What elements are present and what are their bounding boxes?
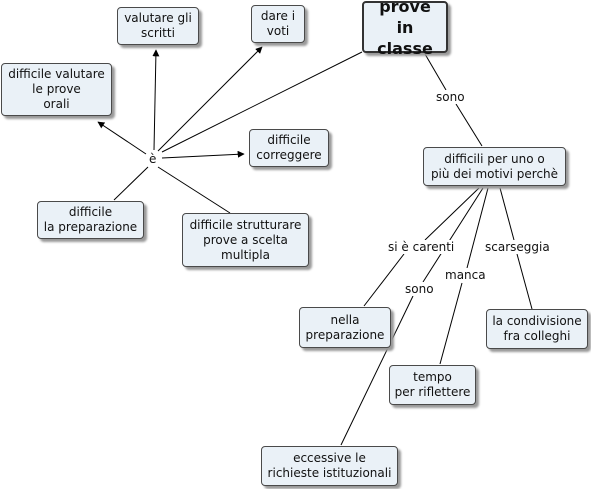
connector-scarseggia-to-condivisione <box>516 253 533 310</box>
concept-valutare-orali[interactable]: difficile valutare le prove orali <box>1 63 112 116</box>
link-label-sono-2: sono <box>404 282 435 296</box>
concept-dare-voti[interactable]: dare i voti <box>251 5 305 43</box>
link-label-e: è <box>148 152 158 166</box>
connector-to-strutturare <box>157 166 231 214</box>
connector-si-carenti-to-nella-prep <box>363 253 405 307</box>
link-label-sono: sono <box>435 90 466 104</box>
concept-strutturare[interactable]: difficile strutturare prove a scelta mul… <box>182 213 309 267</box>
connector-manca-to-tempo <box>439 282 463 365</box>
connector-to-preparazione <box>113 166 149 201</box>
connector-main-to-e <box>161 51 363 153</box>
concept-correggere[interactable]: difficile correggere <box>249 129 329 167</box>
connector-sono2-to-eccessive <box>340 295 414 446</box>
connector-main-to-sono <box>424 53 447 91</box>
arrow-to-valutare-scritti <box>152 49 160 151</box>
connector-motivi-to-sono2 <box>422 187 484 283</box>
link-label-si-carenti: si è carenti <box>387 240 456 254</box>
concept-preparazione[interactable]: difficile la preparazione <box>37 201 144 239</box>
connector-motivi-to-si-carenti <box>424 187 480 241</box>
concept-eccessive[interactable]: eccessive le richieste istituzionali <box>261 446 398 486</box>
concept-tempo[interactable]: tempo per riflettere <box>389 365 476 405</box>
concept-valutare-scritti[interactable]: valutare gli scritti <box>117 7 199 45</box>
connector-motivi-to-scarseggia <box>499 187 515 241</box>
arrow-to-valutare-orali <box>97 121 147 155</box>
connector-motivi-to-manca <box>466 187 489 269</box>
concept-prove-in-classe[interactable]: prove in classe <box>362 0 448 58</box>
arrow-to-dare-voti <box>157 46 263 152</box>
concept-nella-preparazione[interactable]: nella preparazione <box>299 307 391 348</box>
concept-condivisione[interactable]: la condivisione fra colleghi <box>486 309 588 349</box>
connector-sono-to-motivi <box>455 103 483 147</box>
link-label-manca: manca <box>444 268 487 282</box>
concept-motivi[interactable]: difficili per uno o più dei motivi perch… <box>423 147 566 186</box>
link-label-scarseggia: scarseggia <box>484 240 551 254</box>
arrow-to-correggere <box>161 150 245 159</box>
